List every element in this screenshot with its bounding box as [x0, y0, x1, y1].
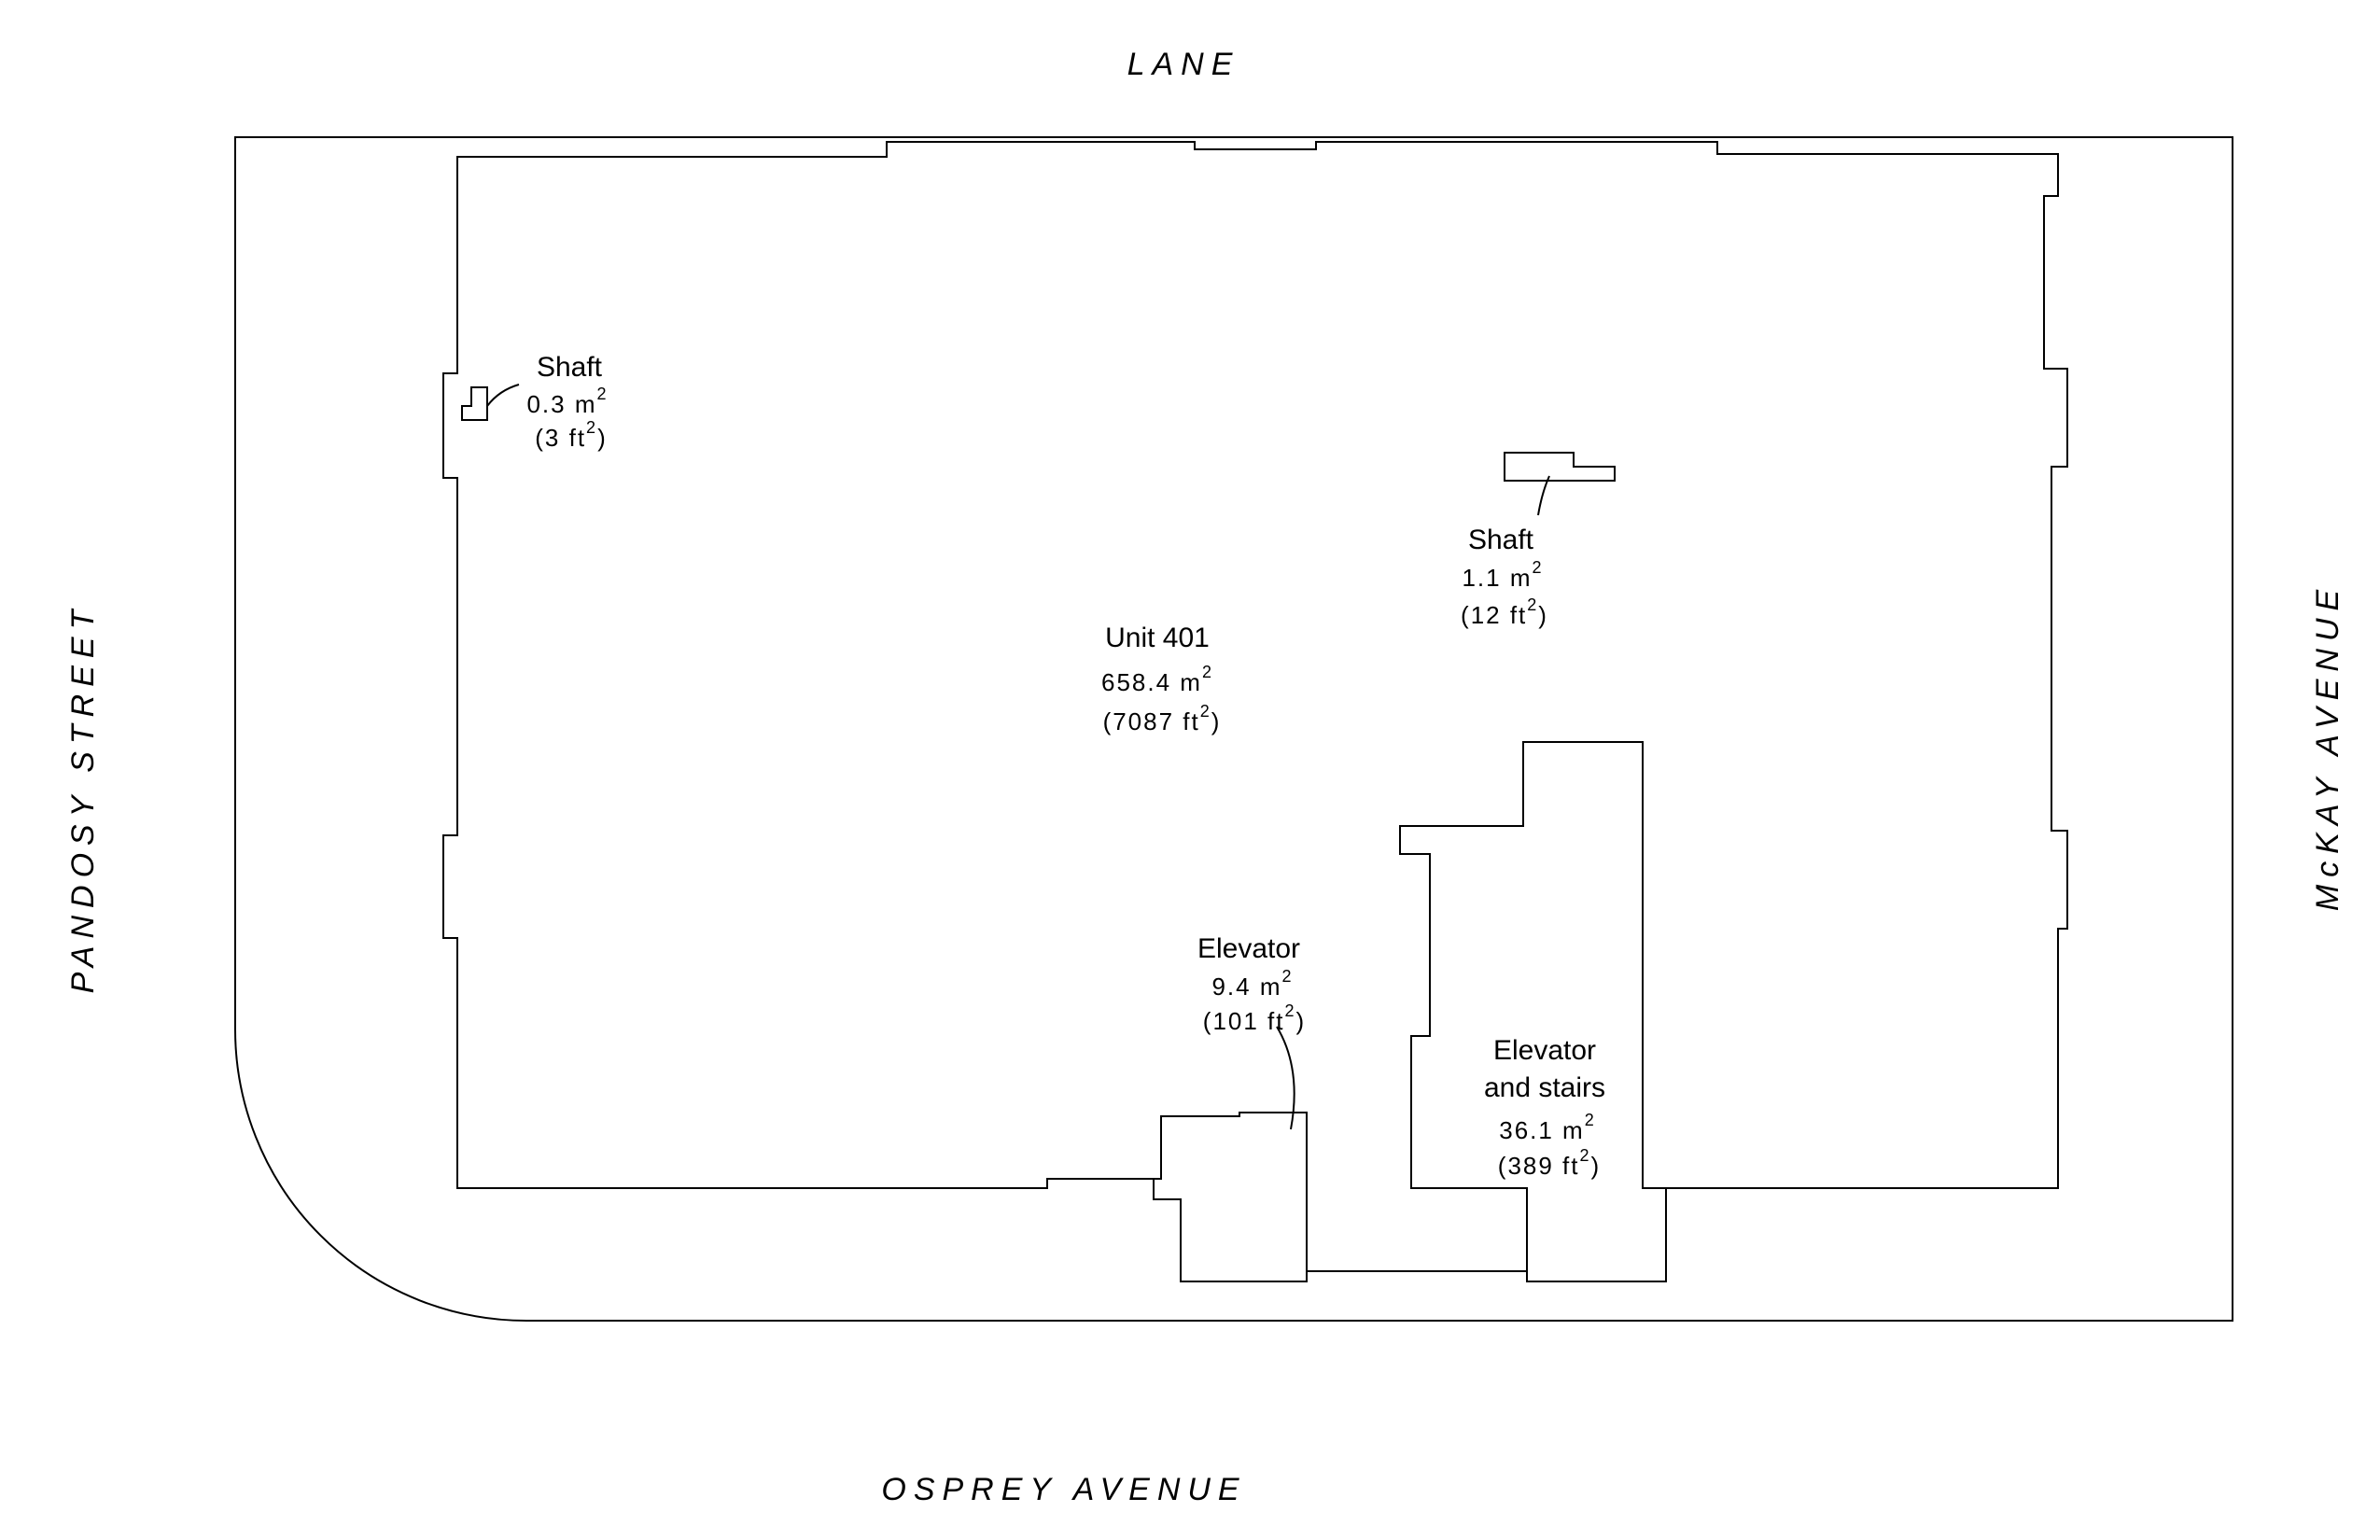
shaft-east-name: Shaft	[1468, 525, 1534, 555]
unit-401-area-ft: (7087 ft2)	[1103, 702, 1222, 735]
street-south-label: OSPREY AVENUE	[881, 1472, 1246, 1507]
shaft-east-area-ft: (12 ft2)	[1461, 595, 1548, 629]
shaft-west-leader	[486, 384, 520, 407]
elevator-stairs-area-ft: (389 ft2)	[1498, 1146, 1601, 1180]
shaft-east-leader	[1537, 475, 1550, 516]
elevator-area-ft: (101 ft2)	[1203, 1001, 1306, 1035]
shaft-east-outline	[1504, 452, 1616, 482]
elevator-stairs-area-m: 36.1 m2	[1499, 1111, 1596, 1144]
elevator-area-m: 9.4 m2	[1211, 967, 1293, 1001]
elevator-leader	[1276, 1026, 1295, 1130]
shaft-west-area-m: 0.3 m2	[526, 385, 608, 418]
elevator-stairs-name-1: Elevator	[1493, 1035, 1596, 1066]
shaft-west-name: Shaft	[537, 352, 603, 383]
shaft-west-outline	[461, 386, 488, 421]
property-boundary	[234, 136, 2233, 1323]
shaft-west-area-ft: (3 ft2)	[535, 418, 607, 452]
street-north-label: LANE	[1127, 47, 1240, 82]
elevator-name: Elevator	[1197, 933, 1300, 964]
elevator-outline	[1153, 1112, 1308, 1282]
shaft-east-area-m: 1.1 m2	[1462, 558, 1543, 592]
unit-401-name: Unit 401	[1105, 623, 1210, 653]
street-west-label: PANDOSY STREET	[65, 603, 101, 994]
elevator-stairs-name-2: and stairs	[1484, 1072, 1605, 1103]
unit-401-area-m: 658.4 m2	[1101, 663, 1213, 696]
unit-401-outline	[442, 141, 2068, 1282]
street-east-label: McKAY AVENUE	[2310, 582, 2345, 911]
elevator-stairs-outline	[1399, 741, 1667, 1282]
